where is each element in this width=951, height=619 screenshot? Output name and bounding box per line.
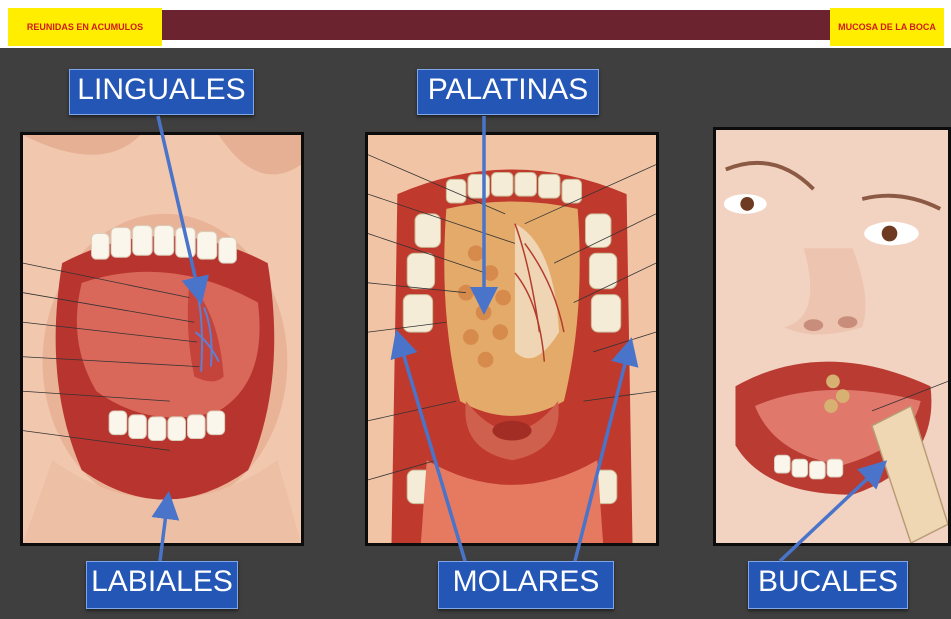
header-tag-right: MUCOSA DE LA BOCA (830, 8, 944, 46)
header-band (162, 10, 830, 40)
illustration-lingual-glands (20, 132, 304, 546)
label-labiales: LABIALES (86, 561, 238, 609)
label-molares: MOLARES (438, 561, 614, 609)
label-linguales: LINGUALES (69, 69, 254, 115)
label-palatinas: PALATINAS (417, 69, 599, 115)
label-bucales: BUCALES (748, 561, 908, 609)
header-tag-left: REUNIDAS EN ACUMULOS (8, 8, 162, 46)
illustration-buccal-glands (713, 127, 951, 546)
illustration-palatine-glands (365, 132, 659, 546)
